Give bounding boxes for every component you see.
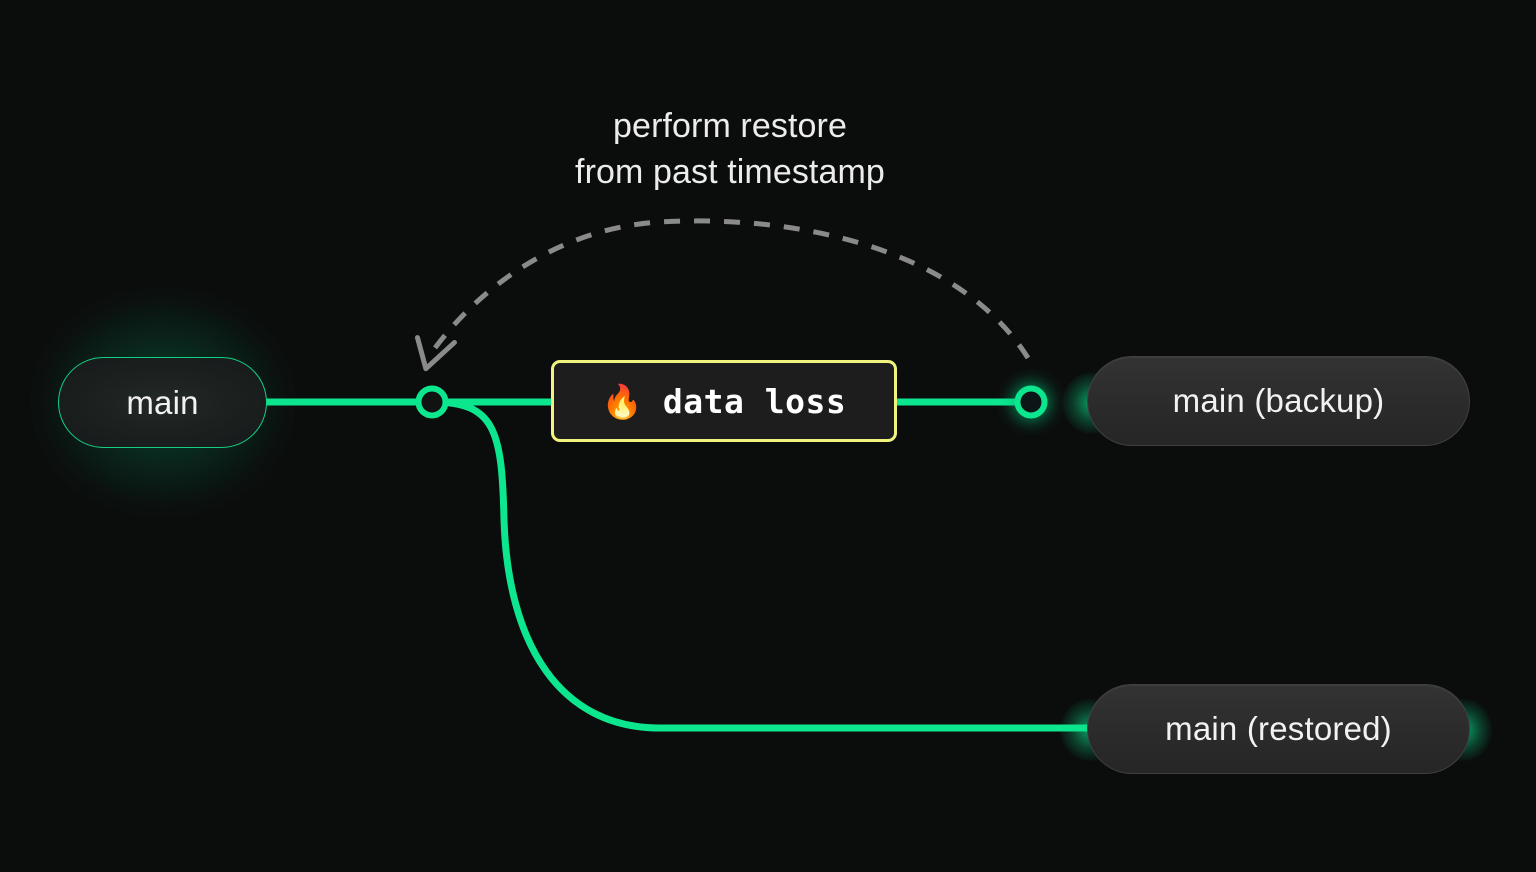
branch-node-main-backup[interactable]: main (backup) (1087, 356, 1470, 446)
branch-node-main[interactable]: main (58, 357, 267, 448)
restore-arrowhead-icon (414, 335, 457, 372)
branch-node-main-label: main (126, 383, 199, 421)
commit-dot-branch-point[interactable] (415, 385, 449, 419)
branch-node-main-restored[interactable]: main (restored) (1087, 684, 1470, 774)
edge-branch-to-restored (428, 398, 1104, 732)
restore-annotation-caption: perform restore from past timestamp (575, 107, 885, 191)
commit-dot-backup-point[interactable] (1014, 385, 1048, 419)
event-node-data-loss-label: data loss (662, 381, 847, 421)
restore-annotation-arc (429, 218, 1031, 360)
branch-node-main-restored-label: main (restored) (1165, 710, 1392, 747)
branch-node-main-backup-label: main (backup) (1172, 382, 1385, 419)
event-node-data-loss[interactable]: 🔥 data loss (551, 360, 897, 442)
fire-emoji: 🔥 (601, 382, 643, 420)
